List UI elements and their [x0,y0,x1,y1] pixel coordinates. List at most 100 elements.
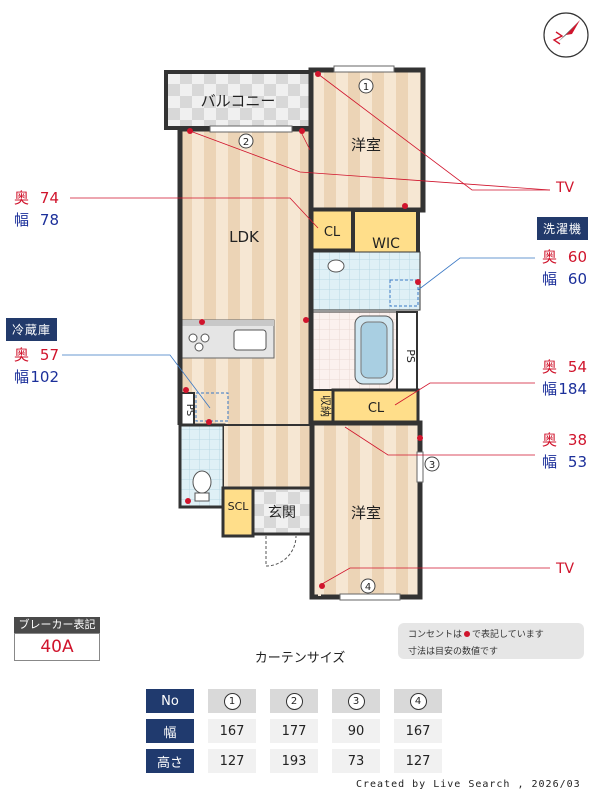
curtain-header-height: 高さ [146,749,194,773]
hallway [224,425,312,489]
marker-1-text: 1 [363,82,369,93]
note-box: コンセントはで表記しています 寸法は目安の数値です [398,623,584,659]
note-line-1-before: コンセントは [408,630,463,640]
red-leader-lines [344,382,535,456]
window3-width-value: 53 [567,453,588,471]
cl-width-label: 幅 [542,380,558,398]
ldk-width-label: 幅 [14,211,30,229]
curtain-no-cell: 1 [208,689,256,713]
ldk-floor [180,129,311,425]
marker-4-text: 4 [365,582,371,593]
note-line-1: コンセントはで表記しています [408,627,584,644]
window-2 [209,125,293,133]
sink-icon [327,259,345,273]
fridge-depth-value: 57 [39,346,60,364]
washer-width-value: 60 [567,270,588,288]
curtain-height-1: 127 [208,749,256,773]
western-room-1-label: 洋室 [351,136,381,154]
cl-width-value: 184 [558,380,588,398]
window-marker-1: 1 [358,78,374,94]
closet-2-label: CL [368,401,385,416]
fridge-depth-label: 奥 [14,346,30,364]
curtain-height-4: 127 [394,749,442,773]
washer-tag: 洗濯機 [537,217,589,240]
washer-width-label: 幅 [542,270,558,288]
tv-label-1: TV [555,180,575,196]
washer-space [389,279,419,307]
stove-icon [188,333,198,343]
tv-label-2: TV [555,561,575,577]
closet-1-label: CL [324,225,341,240]
curtain-no-3: 3 [347,692,365,710]
ldk-dimensions: 奥 74 幅 78 [14,187,59,231]
kitchen-sink-icon [233,329,267,351]
fridge-dimensions: 奥 57 幅102 [14,344,59,388]
ldk-label: LDK [229,228,260,246]
curtain-width-1: 167 [208,719,256,743]
curtain-width-4: 167 [394,719,442,743]
balcony-floor [164,70,313,130]
curtain-width-2: 177 [270,719,318,743]
ldk-depth-label: 奥 [14,189,30,207]
wic-label: WIC [372,236,400,252]
blue-leader-lines [62,257,535,409]
curtain-no-2: 2 [285,692,303,710]
ps-1-label: PS [404,349,417,363]
note-line-2: 寸法は目安の数値です [408,647,499,657]
washer-depth-value: 60 [567,248,588,266]
window3-depth-value: 38 [567,431,588,449]
ldk-width-value: 78 [39,211,60,229]
leader-lines [70,73,551,585]
curtain-header-width: 幅 [146,719,194,743]
washer-dimensions: 奥 60 幅 60 [542,246,587,290]
balcony-label: バルコニー [201,92,276,110]
curtain-width-3: 90 [332,719,380,743]
window3-depth-label: 奥 [542,431,558,449]
curtain-header-no: No [146,689,194,713]
curtain-height-2: 193 [270,749,318,773]
credit-text: Created by Live Search , 2026/03 [356,779,581,790]
marker-2-text: 2 [243,137,249,148]
ps-2-label: PS [184,404,195,416]
scl-label: SCL [228,500,250,513]
curtain-height-3: 73 [332,749,380,773]
marker-3-text: 3 [429,460,435,471]
window-marker-4: 4 [360,578,376,594]
cl-dimensions: 奥 54 幅184 [542,356,587,400]
compass-icon [543,12,589,58]
cl-depth-value: 54 [567,358,588,376]
breaker-value: 40A [14,633,100,661]
fridge-space [195,392,229,422]
window-marker-3: 3 [424,456,440,472]
window-1 [333,65,395,73]
cl-depth-label: 奥 [542,358,558,376]
window3-width-label: 幅 [542,453,558,471]
curtain-no-4: 4 [409,692,427,710]
outlet-dot-icon [464,631,471,637]
curtain-title: カーテンサイズ [254,651,346,666]
note-line-1-after: で表記しています [472,630,544,640]
curtain-no-cell: 3 [332,689,380,713]
western-room-2-label: 洋室 [351,504,381,522]
washer-depth-label: 奥 [542,248,558,266]
fridge-width-value: 102 [30,368,60,386]
curtain-row-width: 幅 167 177 90 167 [146,719,442,743]
curtain-no-cell: 4 [394,689,442,713]
outlet-markers [183,71,423,589]
window3-dimensions: 奥 38 幅 53 [542,429,587,473]
curtain-no-cell: 2 [270,689,318,713]
storage-label: 収納 [319,395,332,417]
curtain-table: No 1 2 3 4 幅 167 177 90 167 高さ 127 193 7… [132,683,456,779]
fridge-width-label: 幅 [14,368,30,386]
ldk-depth-value: 74 [39,189,60,207]
window-4 [339,593,401,601]
window-3 [416,451,424,483]
curtain-no-1: 1 [223,692,241,710]
breaker-title: ブレーカー表記 [14,617,100,633]
curtain-row-height: 高さ 127 193 73 127 [146,749,442,773]
curtain-row-no: No 1 2 3 4 [146,689,442,713]
washroom [310,251,421,311]
window-marker-2: 2 [238,133,254,149]
fridge-tag: 冷蔵庫 [6,318,58,341]
